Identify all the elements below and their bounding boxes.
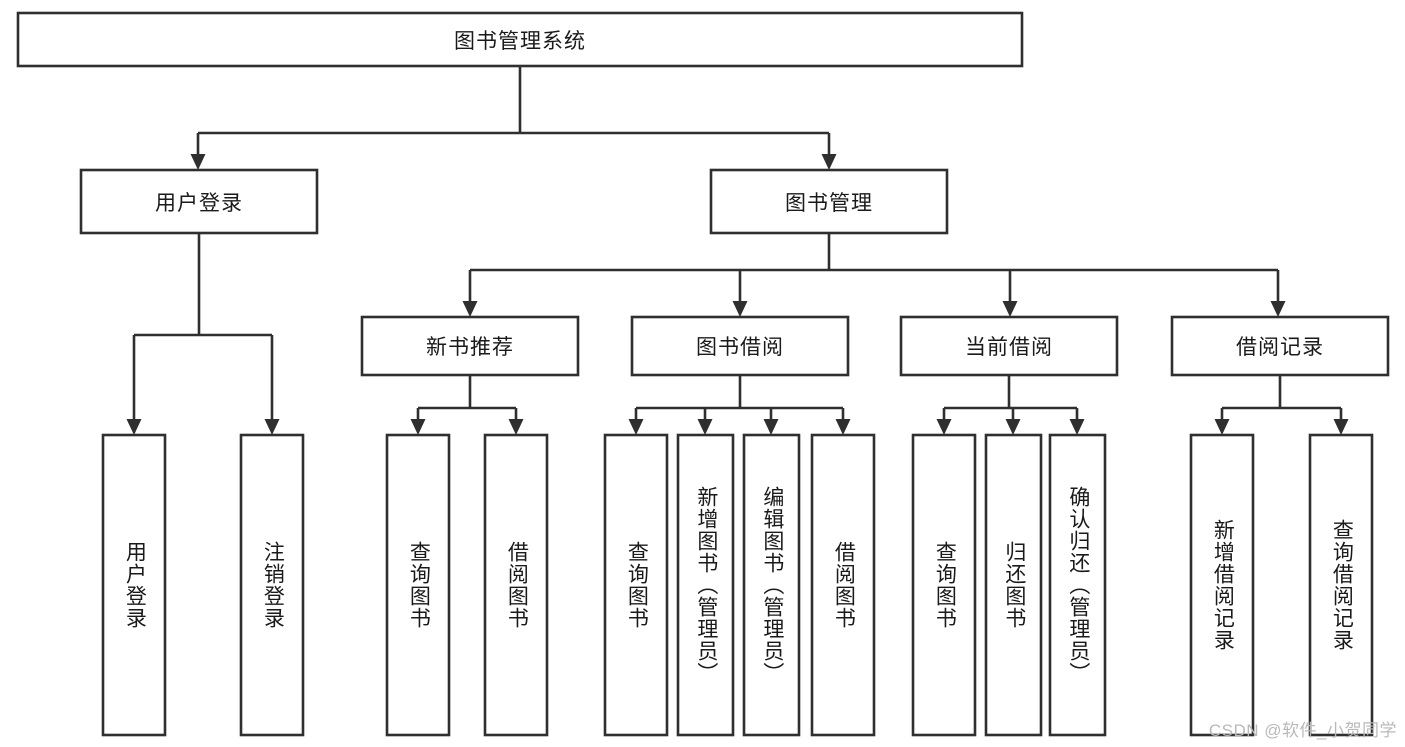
- arrow-head-icon: [1005, 419, 1021, 435]
- node-box-leaf-query-book-borrow[interactable]: [603, 433, 669, 737]
- arrow-head-icon: [190, 154, 206, 170]
- node-box-leaf-query-book-recommend[interactable]: [385, 433, 451, 737]
- arrow-head-icon: [1270, 301, 1286, 317]
- boxes-layer: [16, 11, 1390, 737]
- arrow-head-icon: [628, 419, 644, 435]
- arrow-head-icon: [462, 301, 478, 317]
- arrow-head-icon: [1333, 419, 1349, 435]
- arrow-head-icon: [763, 419, 779, 435]
- arrow-head-icon: [1069, 419, 1085, 435]
- arrow-head-icon: [264, 419, 280, 435]
- node-box-leaf-add-borrow-record[interactable]: [1189, 433, 1255, 737]
- arrow-head-icon: [126, 419, 142, 435]
- node-box-current-borrow[interactable]: [899, 315, 1119, 377]
- node-box-leaf-confirm-return-admin[interactable]: [1048, 433, 1107, 737]
- node-box-leaf-query-borrow-record[interactable]: [1308, 433, 1374, 737]
- arrow-head-icon: [821, 154, 837, 170]
- node-box-root[interactable]: [16, 11, 1024, 68]
- arrow-head-icon: [410, 419, 426, 435]
- connectors-layer: [126, 66, 1349, 435]
- node-box-leaf-borrow-book-recommend[interactable]: [483, 433, 549, 737]
- arrow-head-icon: [508, 419, 524, 435]
- node-box-leaf-user-login[interactable]: [101, 433, 167, 737]
- node-box-user-login[interactable]: [79, 168, 319, 235]
- node-box-leaf-logout-login[interactable]: [239, 433, 305, 737]
- node-box-leaf-query-book-current[interactable]: [911, 433, 977, 737]
- arrow-head-icon: [835, 419, 851, 435]
- node-box-leaf-borrow-book[interactable]: [810, 433, 876, 737]
- node-box-new-book-recommend[interactable]: [360, 315, 580, 377]
- node-box-leaf-return-book[interactable]: [984, 433, 1043, 737]
- arrow-head-icon: [1002, 301, 1018, 317]
- node-box-leaf-edit-book-admin[interactable]: [742, 433, 801, 737]
- arrow-head-icon: [936, 419, 952, 435]
- arrow-head-icon: [1214, 419, 1230, 435]
- node-box-leaf-add-book-admin[interactable]: [676, 433, 735, 737]
- node-box-borrow-record[interactable]: [1170, 315, 1390, 377]
- arrow-head-icon: [732, 301, 748, 317]
- arrow-head-icon: [697, 419, 713, 435]
- node-box-book-borrow[interactable]: [630, 315, 850, 377]
- node-box-book-manage[interactable]: [709, 168, 949, 235]
